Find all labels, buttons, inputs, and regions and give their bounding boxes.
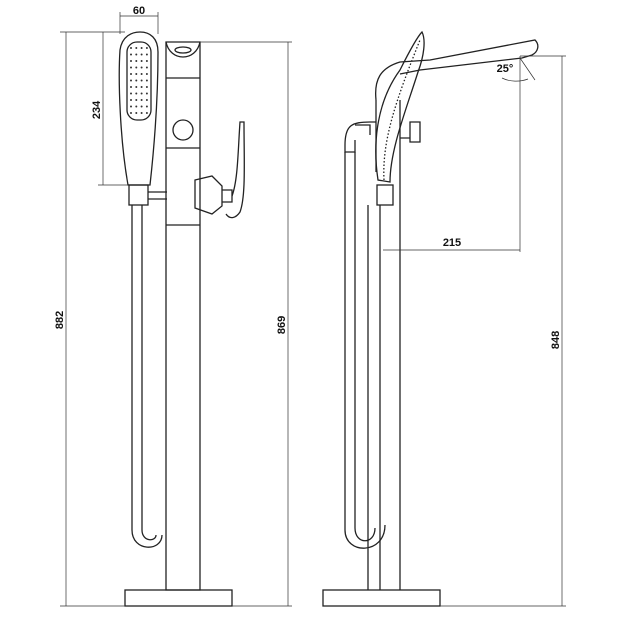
hand-shower — [118, 31, 159, 186]
column — [165, 41, 201, 591]
nozzle-dot — [140, 79, 143, 82]
nozzle-dot — [145, 66, 148, 69]
dim-spout-angle: 25° — [497, 63, 514, 75]
nozzle-dot — [140, 73, 143, 75]
mixer-lever — [225, 121, 245, 219]
nozzle-dot — [130, 53, 132, 56]
nozzle-dot — [135, 79, 138, 82]
nozzle-dot — [135, 92, 138, 95]
nozzle-dot — [145, 105, 148, 108]
nozzle-dot — [145, 60, 148, 62]
nozzle-dot — [135, 60, 138, 62]
nozzle-dot — [145, 53, 148, 56]
dim-spout-reach: 215 — [443, 237, 461, 249]
nozzle-dot — [145, 112, 148, 114]
nozzle-dot — [130, 79, 132, 82]
nozzle-dot — [135, 66, 138, 69]
nozzle-dot — [130, 60, 132, 62]
nozzle-dot — [145, 79, 148, 82]
nozzle-dot — [130, 92, 132, 95]
nozzle-dot — [140, 86, 143, 88]
spout-side — [374, 39, 539, 101]
nozzle-dot — [145, 73, 148, 75]
front-view: 60 234 882 869 — [54, 5, 292, 607]
dim-handshower-width: 60 — [133, 5, 145, 17]
nozzle-dot — [140, 92, 143, 95]
nozzle-dot — [140, 60, 143, 62]
dim-handshower-length: 234 — [91, 100, 103, 119]
nozzle-dot — [130, 112, 132, 114]
nozzle-dot — [130, 99, 132, 101]
nozzle-dot — [145, 92, 148, 95]
nozzle-dot — [140, 105, 143, 108]
nozzle-dot — [135, 47, 138, 49]
nozzle-dot — [135, 53, 138, 56]
hose-side — [344, 152, 386, 590]
nozzle-dot — [130, 66, 132, 69]
nozzle-dot — [140, 99, 143, 101]
nozzle-dot — [135, 105, 138, 108]
side-view: 25° 215 848 — [322, 30, 566, 607]
nozzle-dot — [130, 47, 132, 49]
dim-total-height: 882 — [54, 311, 66, 329]
dim-spout-height: 848 — [550, 331, 562, 349]
nozzle-dot — [135, 99, 138, 101]
nozzle-dot — [130, 86, 132, 88]
column-side — [375, 100, 421, 590]
nozzle-dot — [140, 53, 143, 56]
nozzle-dot — [145, 47, 148, 49]
shower-spray-face — [126, 41, 152, 121]
floor-base — [124, 589, 233, 607]
nozzle-dot — [145, 86, 148, 88]
floor-base-side — [322, 589, 441, 607]
nozzle-dot — [145, 99, 148, 101]
nozzle-dot — [130, 73, 132, 75]
nozzle-dot — [135, 73, 138, 75]
diverter-knob — [172, 119, 194, 141]
nozzle-dot — [130, 105, 132, 108]
dim-column-height: 869 — [276, 316, 288, 334]
nozzle-dot — [135, 112, 138, 114]
nozzle-dot — [140, 112, 143, 114]
nozzle-dot — [135, 86, 138, 88]
nozzle-dot — [140, 47, 143, 49]
shower-holder — [128, 184, 149, 206]
inlet-elbow — [344, 121, 376, 153]
nozzle-dot — [140, 66, 143, 69]
spout-front — [165, 41, 201, 58]
spray-nozzles — [130, 47, 148, 114]
hose — [131, 205, 163, 548]
